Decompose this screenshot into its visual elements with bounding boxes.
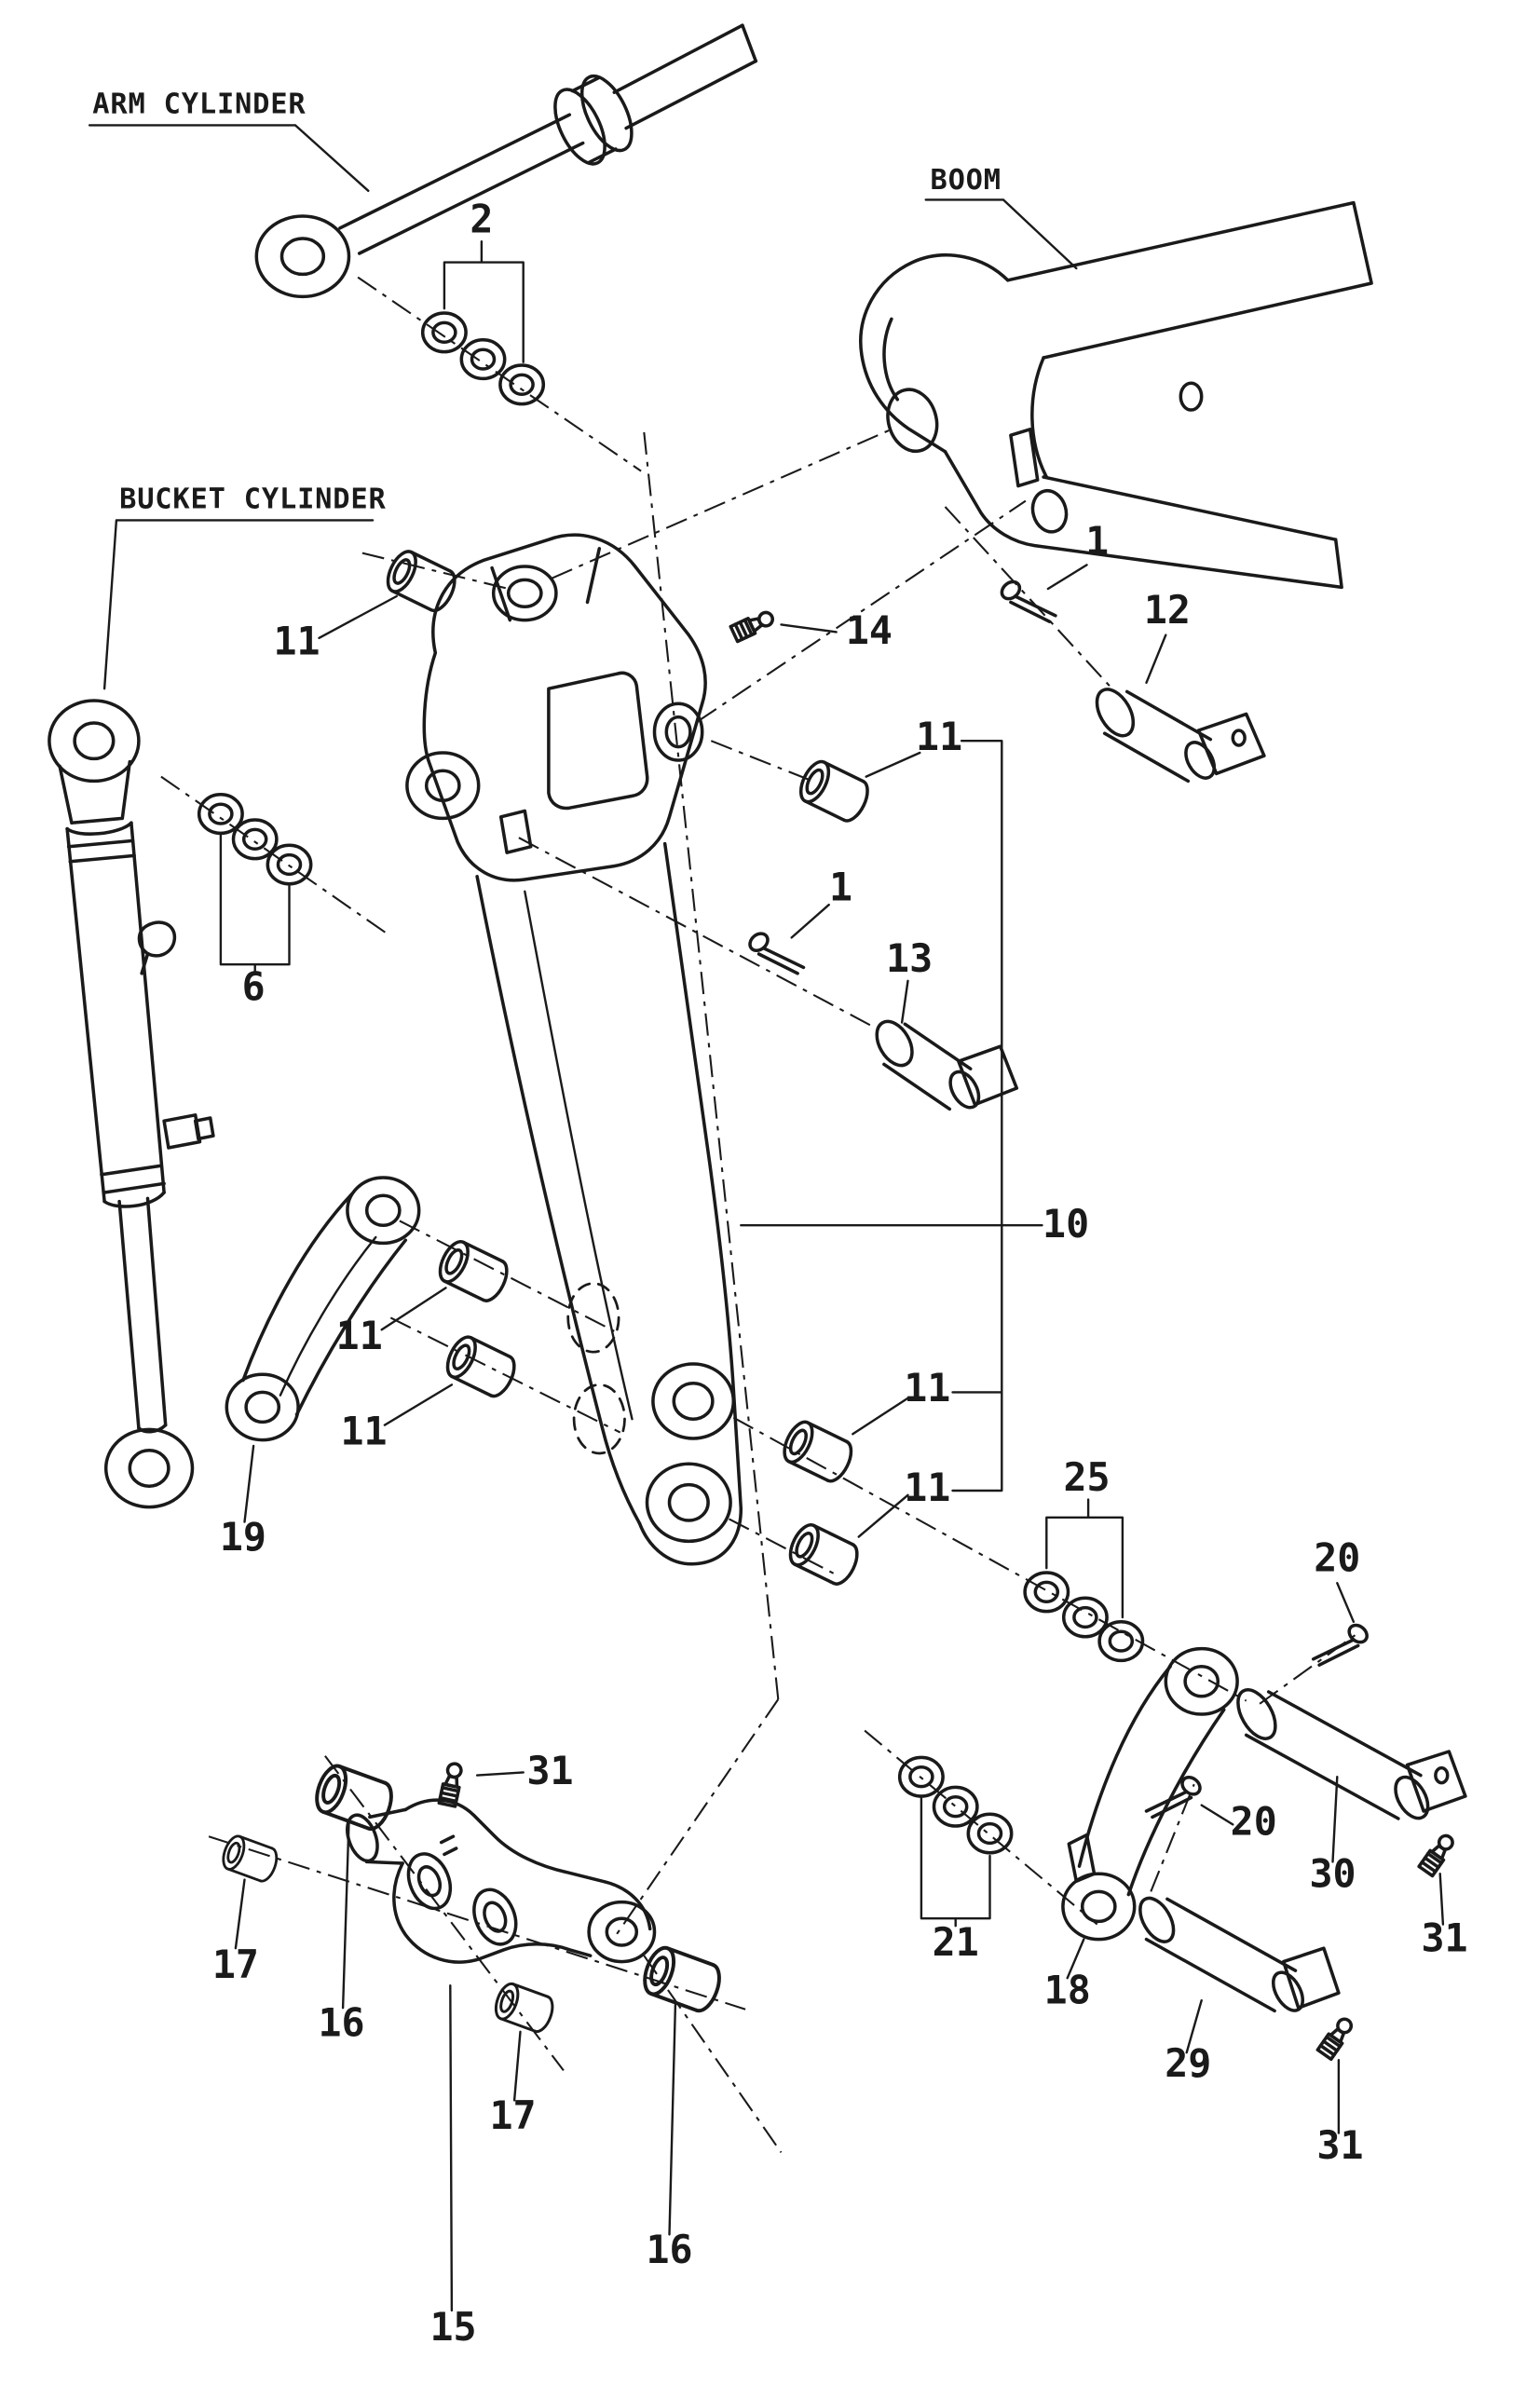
part-25-washer (1097, 1620, 1145, 1663)
part-21-washer (932, 1785, 979, 1828)
bucket-cylinder-label: BUCKET CYLINDER (119, 484, 386, 516)
arm-cylinder-part (254, 23, 758, 299)
callout-18: 18 (1044, 1967, 1091, 2012)
callout-13: 13 (886, 935, 933, 981)
part-17-bushing (218, 1832, 282, 1886)
callout-11-mid-left-1: 11 (336, 1313, 383, 1358)
callout-31-bottom: 31 (526, 1748, 573, 1793)
part-11-bushing (793, 756, 875, 827)
callout-11-upper-left: 11 (273, 618, 320, 663)
part-13-pin (875, 1019, 1019, 1111)
callout-31-right: 31 (1421, 1915, 1467, 1960)
callout-11-mid-left-2: 11 (340, 1408, 387, 1453)
callout-14: 14 (846, 607, 893, 653)
part-1-cotter-upper (997, 577, 1057, 623)
callout-leader-lines (219, 240, 1445, 2312)
part-11-bushing (432, 1235, 514, 1307)
part-11-bushings (380, 545, 875, 1590)
part-12-pin (1095, 688, 1266, 784)
part-21-washer (966, 1812, 1014, 1855)
part-2-washer (459, 338, 507, 381)
callout-11-upper-right: 11 (916, 714, 962, 759)
callout-17-left: 17 (212, 1942, 259, 1987)
bucket-cylinder-part (48, 699, 215, 1509)
part-2-washer (498, 363, 546, 406)
boom-label: BOOM (931, 164, 1002, 197)
callout-15: 15 (429, 2304, 476, 2350)
part-11-bushing (380, 545, 462, 617)
callout-25: 25 (1063, 1454, 1110, 1500)
arm-link-part (405, 533, 743, 1566)
part-20-cotter-upper (1311, 1620, 1372, 1667)
callout-2: 2 (470, 197, 493, 242)
part-15-bracket (346, 1798, 657, 1964)
part-2-washers (420, 311, 546, 406)
part-20-cotter-lower (1144, 1772, 1206, 1819)
part-16-bushing (309, 1760, 399, 1835)
boom-part (859, 200, 1373, 590)
callout-10: 10 (1043, 1201, 1089, 1247)
callout-6: 6 (242, 964, 266, 1010)
part-17-bushing (490, 1979, 559, 2037)
callout-11-lower-right-2: 11 (904, 1465, 950, 1510)
callout-17-right: 17 (489, 2092, 536, 2138)
title-label-leaders (88, 124, 1078, 690)
part-30-pin (1236, 1688, 1467, 1820)
callout-1-middle: 1 (829, 864, 852, 909)
callout-20-upper: 20 (1314, 1534, 1360, 1580)
callout-16-left: 16 (318, 2000, 364, 2046)
part-2-washer (420, 311, 468, 354)
part-31-grease-fitting (1417, 1830, 1458, 1878)
part-25-washers (1023, 1571, 1145, 1663)
part-31-grease-fitting (1315, 2013, 1357, 2062)
callout-16-right: 16 (646, 2227, 692, 2272)
part-19-link (225, 1176, 421, 1442)
arm-cylinder-label: ARM CYLINDER (92, 89, 306, 121)
part-14-grease-fitting (729, 606, 778, 644)
assembly-centerlines (160, 276, 1356, 2153)
callout-29: 29 (1165, 2040, 1211, 2086)
part-29-pin (1138, 1896, 1341, 2013)
callout-30: 30 (1309, 1851, 1356, 1897)
part-11-bushing (777, 1416, 859, 1488)
part-25-washer (1023, 1571, 1070, 1614)
callout-20-lower: 20 (1231, 1799, 1277, 1845)
part-11-bushing (783, 1519, 865, 1590)
callout-19: 19 (220, 1514, 266, 1560)
part-6-washers (197, 793, 313, 886)
part-11-bushing (440, 1330, 522, 1402)
callout-21: 21 (933, 1919, 979, 1965)
callout-11-lower-right-1: 11 (904, 1365, 950, 1411)
part-16-bushing (637, 1942, 727, 2017)
callout-1-upper: 1 (1085, 518, 1109, 564)
callout-31-lower-right: 31 (1316, 2122, 1363, 2168)
part-18-link (1061, 1646, 1239, 1942)
part-25-washer (1061, 1596, 1109, 1639)
part-1-cotter-middle (744, 928, 806, 975)
callout-12: 12 (1144, 587, 1191, 633)
